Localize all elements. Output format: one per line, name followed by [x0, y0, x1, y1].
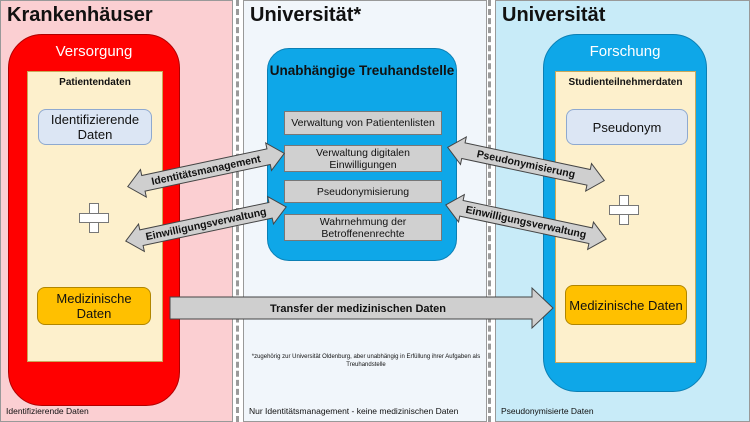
study-participant-data-label: Studienteilnehmerdaten: [568, 77, 683, 88]
research-container: Forschung Studienteilnehmerdaten Pseudon…: [543, 34, 707, 392]
trustee-box: Unabhängige Treuhandstelle Verwaltung vo…: [267, 48, 457, 261]
medical-data-box-left: Medizinische Daten: [37, 287, 151, 325]
task-data-subject-rights: Wahrnehmung der Betroffenenrechte: [284, 214, 442, 241]
task-digital-consents: Verwaltung digitalen Einwilligungen: [284, 145, 442, 172]
identity-arrow-shape: [127, 142, 285, 198]
consent-arrow-right-shape: [445, 193, 607, 251]
identifying-data-box: Identifizierende Daten: [38, 109, 152, 145]
trustee-footer: Nur Identitätsmanagement - keine medizin…: [249, 406, 459, 416]
footnote: *zugehörig zur Universität Oldenburg, ab…: [251, 354, 481, 368]
medical-data-box-right: Medizinische Daten: [565, 285, 687, 325]
transfer-arrow: Transfer der medizinischen Daten: [169, 286, 554, 330]
patient-data-box: Patientendaten Identifizierende Daten Me…: [27, 71, 163, 362]
pseudonym-arrow: Pseudonymisierung: [447, 136, 605, 192]
consent-arrow-left-shape: [125, 195, 287, 253]
identity-arrow: Identitätsmanagement: [127, 142, 285, 198]
transfer-arrow-shape: [169, 286, 554, 330]
transfer-arrow-label: Transfer der medizinischen Daten: [270, 303, 446, 315]
research-label: Forschung: [589, 43, 661, 60]
pseudonym-arrow-shape: [447, 136, 605, 192]
task-patient-lists: Verwaltung von Patientenlisten: [284, 111, 442, 135]
pseudonym-box: Pseudonym: [566, 109, 688, 145]
trustee-box-title: Unabhängige Treuhandstelle: [269, 63, 455, 78]
care-container: Versorgung Patientendaten Identifizieren…: [8, 34, 180, 406]
hospital-title: Krankenhäuser: [7, 4, 153, 26]
study-participant-data-box: Studienteilnehmerdaten Pseudonym Medizin…: [555, 71, 696, 363]
plus-icon: [609, 195, 639, 225]
care-label: Versorgung: [55, 43, 133, 60]
patient-data-label: Patientendaten: [59, 77, 131, 88]
plus-icon: [79, 203, 109, 233]
consent-arrow-left: Einwilligungsverwaltung: [125, 195, 287, 253]
consent-arrow-right: Einwilligungsverwaltung: [445, 193, 607, 251]
task-pseudonymization: Pseudonymisierung: [284, 180, 442, 203]
university-footer: Pseudonymisierte Daten: [501, 406, 594, 416]
hospital-footer: Identifizierende Daten: [6, 406, 89, 416]
trustee-title: Universität*: [250, 4, 362, 26]
university-title: Universität: [502, 4, 606, 26]
